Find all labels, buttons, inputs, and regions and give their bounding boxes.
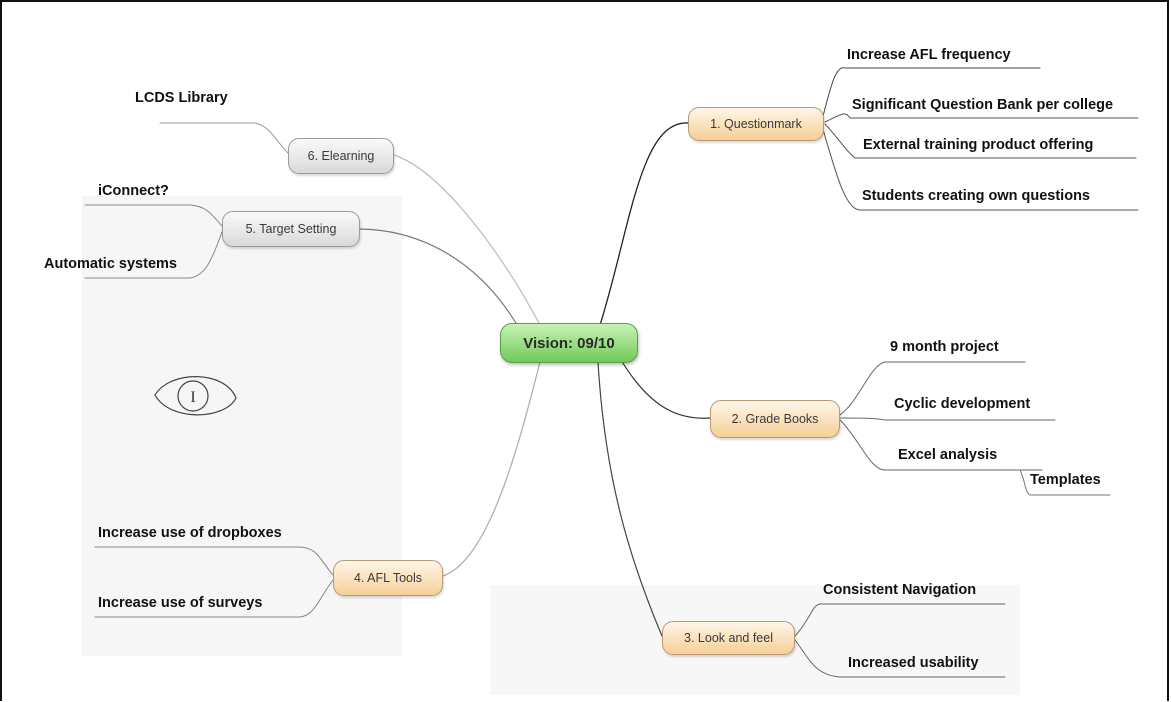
connector-look-and-feel — [597, 361, 663, 637]
connector-grade-books — [617, 354, 711, 419]
leaf-external-training[interactable]: External training product offering — [863, 137, 1094, 153]
branch-label: 4. AFL Tools — [353, 571, 423, 585]
branch-label: 2. Grade Books — [731, 412, 819, 426]
leaf-increase-afl-frequency[interactable]: Increase AFL frequency — [847, 47, 1011, 63]
leaf-templates[interactable]: Templates — [1030, 472, 1101, 488]
leaf-iconnect[interactable]: iConnect? — [98, 183, 169, 199]
branch-node-questionmark[interactable]: 1. Questionmark — [688, 107, 824, 141]
branch-node-target-setting[interactable]: 5. Target Setting — [222, 211, 360, 247]
branch-label: 3. Look and feel — [684, 631, 773, 645]
leaf-question-bank[interactable]: Significant Question Bank per college — [852, 97, 1114, 113]
leaf-increased-usability[interactable]: Increased usability — [848, 655, 979, 671]
branch-node-look-and-feel[interactable]: 3. Look and feel — [662, 621, 795, 655]
branch-node-afl-tools[interactable]: 4. AFL Tools — [333, 560, 443, 596]
leaf-9-month-project[interactable]: 9 month project — [890, 339, 999, 355]
connector-target-setting — [359, 228, 521, 331]
central-node-label: Vision: 09/10 — [523, 334, 615, 352]
branch-node-grade-books[interactable]: 2. Grade Books — [710, 400, 840, 438]
branch-node-elearning[interactable]: 6. Elearning — [288, 138, 394, 174]
leaf-increase-surveys[interactable]: Increase use of surveys — [98, 595, 263, 611]
leaf-excel-analysis[interactable]: Excel analysis — [898, 447, 998, 463]
branch-label: 5. Target Setting — [245, 222, 337, 236]
connector-elearning — [393, 154, 541, 326]
branch-label: 1. Questionmark — [710, 117, 802, 131]
branch-label: 6. Elearning — [307, 149, 375, 163]
leaf-lcds-library[interactable]: LCDS Library — [135, 90, 228, 106]
central-node[interactable]: Vision: 09/10 — [500, 323, 638, 363]
connector-afl-tools — [442, 361, 541, 577]
leaf-students-questions[interactable]: Students creating own questions — [862, 188, 1090, 204]
leaf-increase-dropboxes[interactable]: Increase use of dropboxes — [98, 525, 282, 541]
connector-questionmark — [599, 122, 689, 326]
hand-drawn-eye-sketch-icon: I — [154, 376, 237, 416]
leaf-automatic-systems[interactable]: Automatic systems — [44, 256, 177, 272]
leaf-consistent-navigation[interactable]: Consistent Navigation — [823, 582, 977, 598]
leaf-cyclic-development[interactable]: Cyclic development — [894, 396, 1031, 412]
svg-text:I: I — [190, 389, 195, 406]
